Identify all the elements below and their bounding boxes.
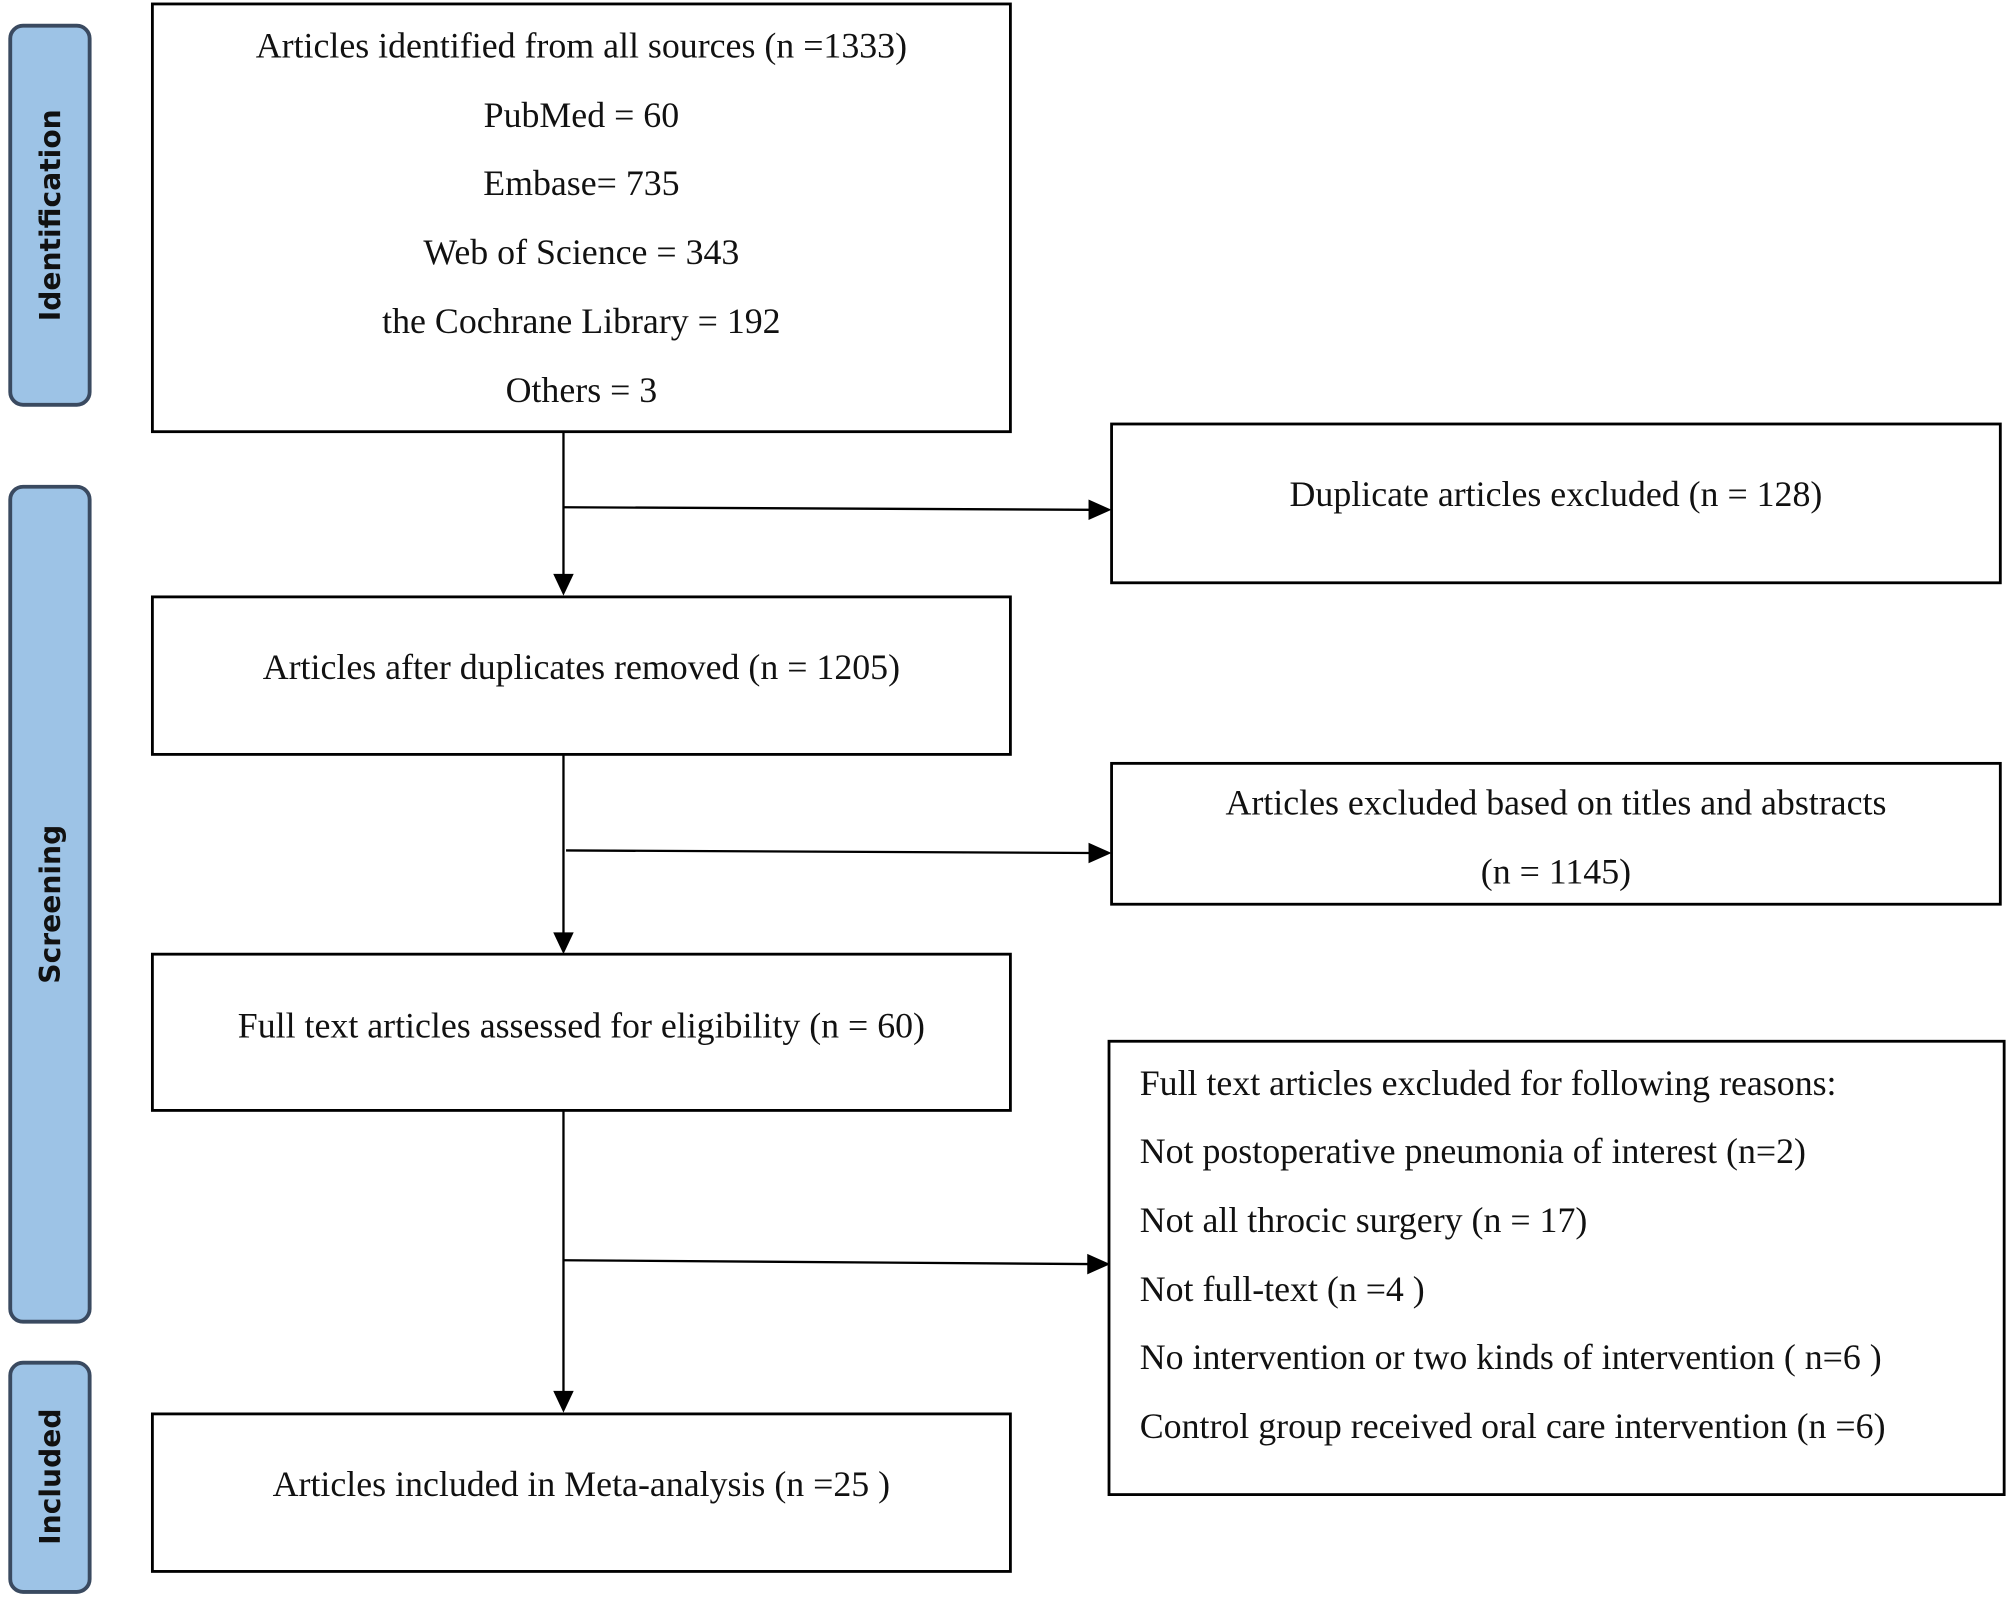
source-cochrane: the Cochrane Library = 192 — [382, 301, 780, 341]
source-pubmed: PubMed = 60 — [484, 95, 679, 135]
arrow-to-full-text-excluded — [563, 1259, 1089, 1266]
box-full-text-excluded: Full text articles excluded for followin… — [1107, 1039, 2006, 1497]
source-others: Others = 3 — [506, 370, 658, 410]
identified-title: Articles identified from all sources (n … — [256, 26, 907, 66]
title-abstract-excluded-line1: Articles excluded based on titles and ab… — [1225, 783, 1886, 823]
exclusion-reason: Not all throcic surgery (n = 17) — [1140, 1200, 1588, 1240]
stage-included-label: Included — [34, 1408, 67, 1544]
full-text-excluded-title: Full text articles excluded for followin… — [1140, 1063, 1837, 1103]
box-included-meta: Articles included in Meta-analysis (n =2… — [150, 1412, 1012, 1573]
exclusion-reason: Not postoperative pneumonia of interest … — [1140, 1131, 1806, 1171]
stage-included: Included — [8, 1360, 92, 1594]
exclusion-reason: No intervention or two kinds of interven… — [1140, 1337, 1882, 1377]
box-after-duplicates: Articles after duplicates removed (n = 1… — [150, 595, 1012, 756]
box-duplicates-excluded: Duplicate articles excluded (n = 128) — [1110, 422, 2002, 585]
exclusion-reason: Not full-text (n =4 ) — [1140, 1269, 1425, 1309]
box-identified: Articles identified from all sources (n … — [150, 2, 1012, 434]
full-text-assessed-text: Full text articles assessed for eligibil… — [238, 1005, 925, 1045]
source-embase: Embase= 735 — [483, 163, 679, 203]
box-full-text-assessed: Full text articles assessed for eligibil… — [150, 952, 1012, 1112]
stage-identification-label: Identification — [34, 109, 67, 321]
arrowhead — [553, 573, 574, 596]
stage-screening: Screening — [8, 484, 92, 1324]
duplicates-excluded-text: Duplicate articles excluded (n = 128) — [1290, 474, 1823, 514]
stage-screening-label: Screening — [34, 825, 67, 984]
exclusion-reason: Control group received oral care interve… — [1140, 1406, 1886, 1446]
arrowhead — [1088, 499, 1112, 521]
stage-identification: Identification — [8, 23, 92, 407]
box-title-abstract-excluded: Articles excluded based on titles and ab… — [1110, 761, 2002, 906]
arrow-to-title-abstract-excluded — [566, 849, 1092, 855]
arrow-to-duplicates — [563, 506, 1092, 511]
title-abstract-excluded-line2: (n = 1145) — [1481, 852, 1631, 892]
after-duplicates-text: Articles after duplicates removed (n = 1… — [263, 647, 900, 687]
included-meta-text: Articles included in Meta-analysis (n =2… — [273, 1464, 890, 1504]
arrowhead — [553, 1390, 574, 1413]
arrowhead — [1087, 1253, 1111, 1275]
arrowhead — [553, 932, 574, 955]
arrowhead — [1088, 842, 1112, 864]
connectors — [553, 431, 1112, 1413]
source-web-of-science: Web of Science = 343 — [423, 232, 739, 272]
